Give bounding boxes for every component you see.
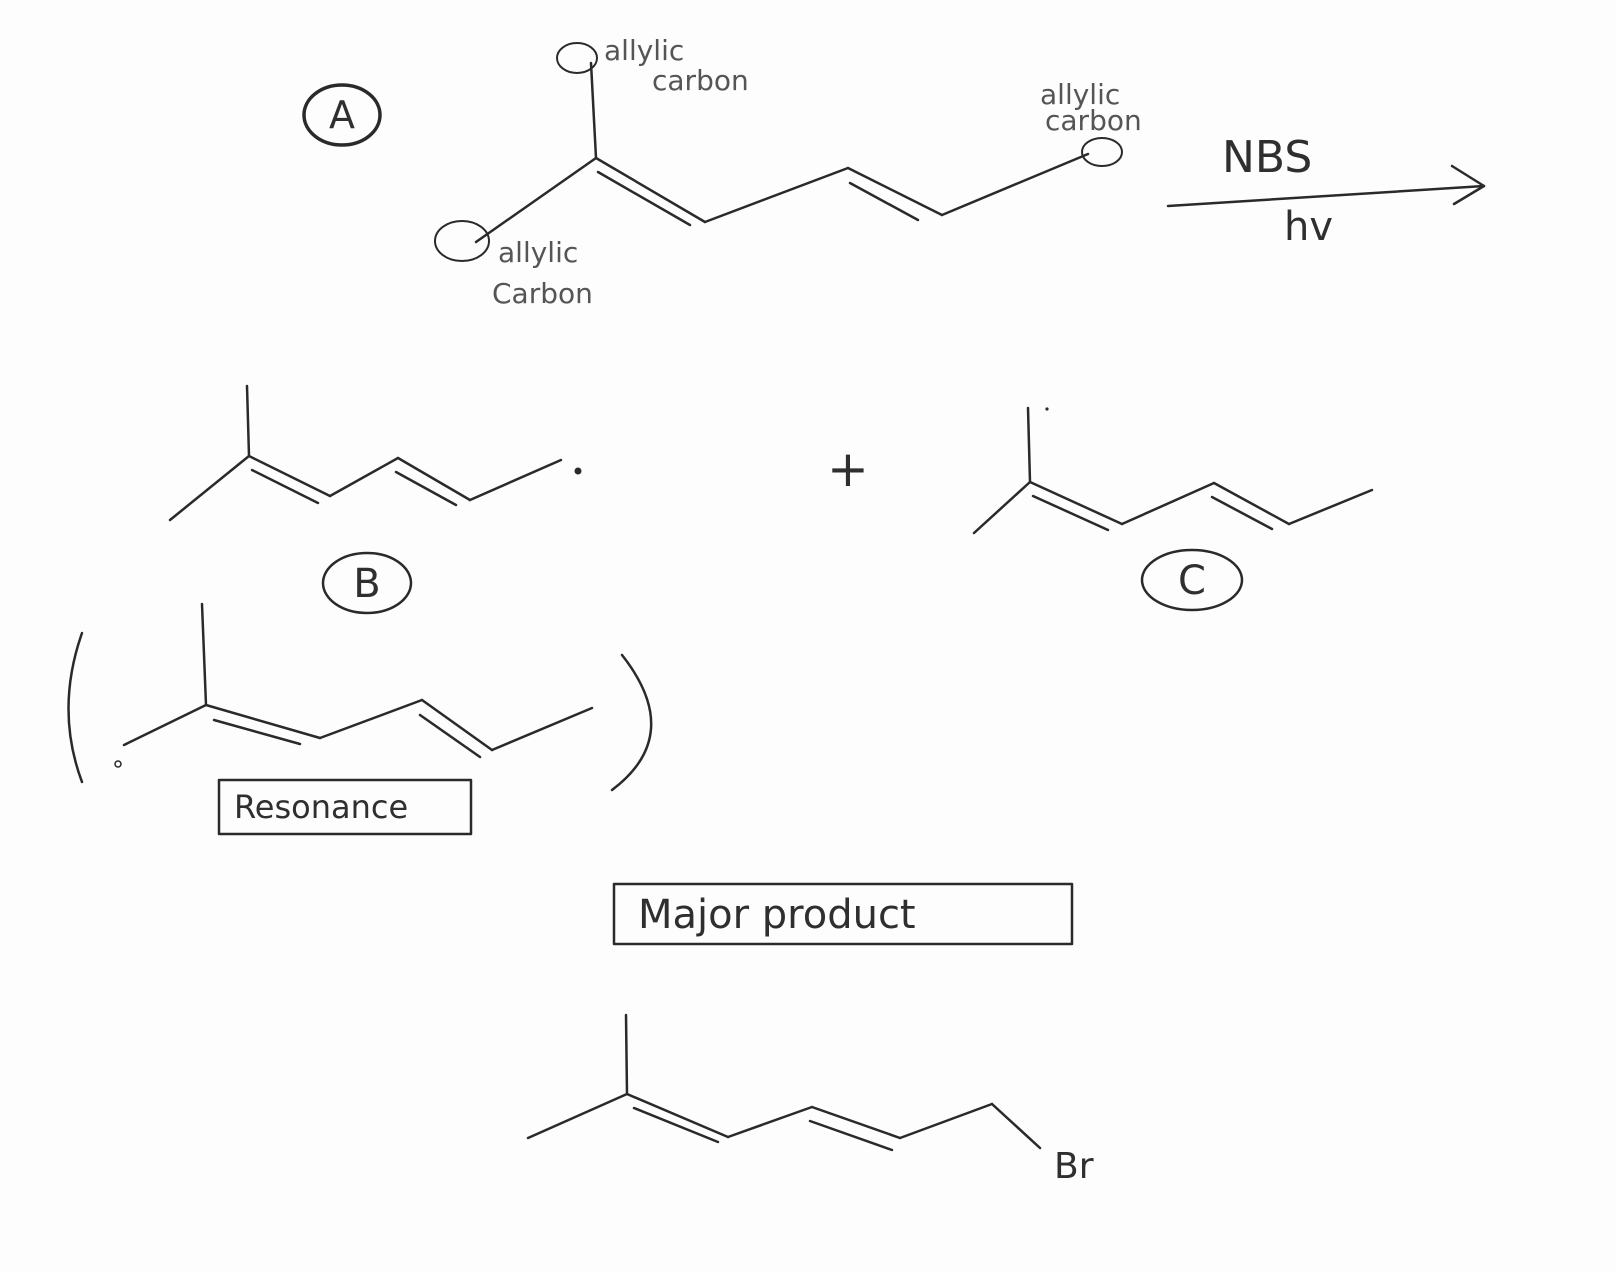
r-terminal xyxy=(490,706,594,752)
p-single xyxy=(726,1105,814,1139)
resonance-box xyxy=(217,778,473,836)
p-double-1a xyxy=(625,1092,730,1139)
r-radical-dot xyxy=(114,760,122,768)
b-double-2b xyxy=(394,470,458,507)
allylic-right-line1: allylic xyxy=(1040,78,1120,111)
b-methyl-left xyxy=(168,454,251,522)
c-double-2a xyxy=(1212,481,1291,526)
compound-b-label: B xyxy=(353,561,380,607)
c-double-2b xyxy=(1210,495,1274,531)
radical-b: B xyxy=(168,384,582,615)
c-methyl-left xyxy=(972,480,1032,535)
r-double-1b xyxy=(212,718,302,746)
double-bond-1a xyxy=(594,156,707,224)
allylic-circle-right xyxy=(1081,137,1123,167)
r-single xyxy=(318,698,424,740)
arrow-shaft xyxy=(1166,184,1486,208)
r-double-2b xyxy=(418,713,482,759)
compound-a: A xyxy=(302,83,382,147)
radical-c: C xyxy=(972,406,1374,612)
b-single xyxy=(328,456,400,498)
allylic-circle-top xyxy=(556,42,598,74)
compound-c-circle xyxy=(1140,548,1244,612)
compound-a-circle xyxy=(302,83,382,147)
double-bond-2a xyxy=(846,166,944,217)
r-bond-left xyxy=(122,703,208,747)
bromine-label: Br xyxy=(1054,1146,1094,1187)
b-double-1b xyxy=(250,468,320,505)
p-double-1b xyxy=(632,1106,720,1144)
allylic-top-line1: allylic xyxy=(604,34,684,67)
bond-methyl-up xyxy=(589,61,598,160)
c-double-1a xyxy=(1028,480,1124,526)
major-product-label-group: Major product xyxy=(612,882,1074,946)
allylic-top-line2: carbon xyxy=(652,64,749,97)
compound-b-circle xyxy=(321,551,413,615)
major-product-structure: Br xyxy=(526,1013,1094,1187)
resonance-left-bracket xyxy=(67,631,84,784)
allylic-annotation-left: allylic Carbon xyxy=(434,220,593,310)
r-methyl-up xyxy=(200,602,208,707)
bond-methyl-left xyxy=(474,156,598,244)
p-methyl-left xyxy=(526,1092,629,1140)
resonance-right-bracket xyxy=(610,653,653,792)
arrow-head xyxy=(1450,164,1486,206)
major-product-box xyxy=(612,882,1074,946)
compound-c-label: C xyxy=(1178,558,1206,604)
p-bond-br xyxy=(990,1102,1042,1150)
r-double-1a xyxy=(204,703,322,740)
compound-a-label: A xyxy=(329,93,355,137)
r-double-2a xyxy=(420,698,494,752)
allylic-left-line1: allylic xyxy=(498,236,578,269)
b-terminal xyxy=(468,458,563,502)
p-single-2 xyxy=(898,1102,994,1140)
resonance-structure: Resonance xyxy=(67,602,653,836)
b-radical-dot xyxy=(574,467,582,475)
single-bond-1 xyxy=(703,166,850,224)
p-methyl-up xyxy=(624,1013,629,1096)
c-radical-dot xyxy=(1045,407,1049,411)
p-double-2a xyxy=(810,1105,902,1140)
b-methyl-up xyxy=(245,384,251,458)
b-double-2a xyxy=(396,456,472,502)
c-single xyxy=(1120,481,1216,526)
reaction-arrow: NBS hv xyxy=(1166,132,1486,250)
major-product-label: Major product xyxy=(638,892,916,938)
starting-material-skeleton xyxy=(474,61,1090,244)
bond-terminal-methyl xyxy=(940,152,1090,217)
allylic-right-line2: carbon xyxy=(1045,104,1142,137)
p-double-2b xyxy=(808,1119,894,1152)
plus-sign: + xyxy=(827,440,869,498)
c-double-1b xyxy=(1031,494,1110,532)
b-double-1a xyxy=(247,454,332,498)
allylic-annotation-right: allylic carbon xyxy=(1040,78,1142,167)
allylic-annotation-top: allylic carbon xyxy=(556,34,749,97)
resonance-label: Resonance xyxy=(234,788,408,826)
allylic-left-line2: Carbon xyxy=(492,277,593,310)
double-bond-2b xyxy=(848,181,920,222)
reagent-nbs: NBS xyxy=(1222,132,1312,183)
reagent-hv: hv xyxy=(1284,204,1333,250)
allylic-circle-left xyxy=(434,220,490,262)
double-bond-1b xyxy=(596,170,692,227)
c-methyl-up xyxy=(1026,406,1032,484)
c-terminal xyxy=(1287,488,1374,526)
